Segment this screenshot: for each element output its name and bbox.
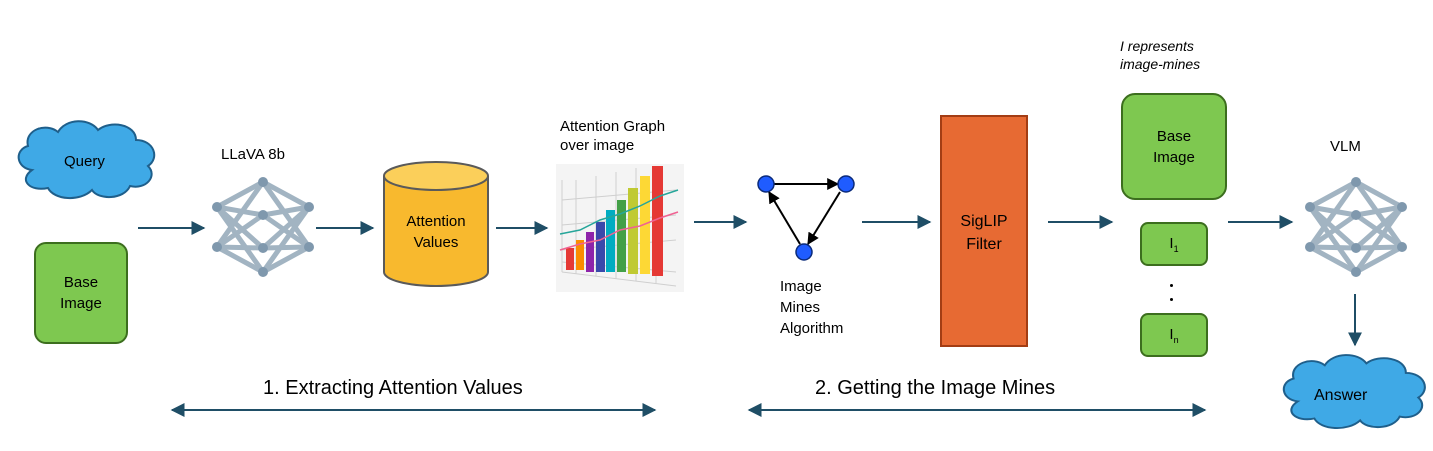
siglip-filter-label: SigLIP Filter [941,210,1027,256]
vlm-label: VLM [1330,138,1361,155]
siglip-line2: Filter [966,236,1002,253]
query-label: Query [64,153,105,170]
phase2-label: 2. Getting the Image Mines [815,377,1056,399]
attention-graph-image [556,164,684,292]
mine-last-letter: I [1169,325,1174,343]
flow-arrows [138,215,1362,347]
attention-values-label: Attention Values [384,212,488,252]
ellipsis-dot-1 [1170,284,1173,287]
ellipsis-dot-2 [1170,298,1173,301]
attention-graph-line1: Attention Graph [560,118,666,135]
llava-label: LLaVA 8b [221,146,285,163]
mine-first-sub: 1 [1173,243,1179,254]
siglip-line1: SigLIP [960,213,1008,230]
llava-network-icon [212,177,314,277]
phase1-label: 1. Extracting Attention Values [263,377,523,399]
mine-last-sub: n [1173,334,1179,345]
base-image-right-line2: Image [1153,148,1195,166]
answer-label: Answer [1314,387,1368,404]
note-line1: I represents [1120,38,1194,54]
siglip-filter-box [940,115,1028,347]
mine-first-letter: I [1169,234,1174,252]
base-image-right-line1: Base [1156,127,1192,145]
image-mines-note: I represents image-mines [1120,37,1200,73]
attention-graph-line2: over image [560,137,635,154]
vlm-network-icon [1305,177,1407,277]
image-mines-line2: Mines [780,299,821,316]
image-mine-first-box: I1 [1140,222,1208,266]
note-line2: image-mines [1120,56,1201,72]
image-mines-algorithm-label: Image Mines Algorithm [780,276,843,339]
attention-values-line1: Attention [406,213,466,230]
base-image-line2: Image [60,295,102,312]
attention-graph-label: Attention Graph over image [560,117,665,155]
image-mines-line3: Algorithm [780,320,844,337]
attention-values-line2: Values [413,234,459,251]
image-mine-last-box: In [1140,313,1208,357]
image-mines-graph-icon [757,175,855,261]
attention-values-cylinder [383,161,489,287]
image-mines-line1: Image [780,278,822,295]
base-image-line1: Base [63,274,99,291]
